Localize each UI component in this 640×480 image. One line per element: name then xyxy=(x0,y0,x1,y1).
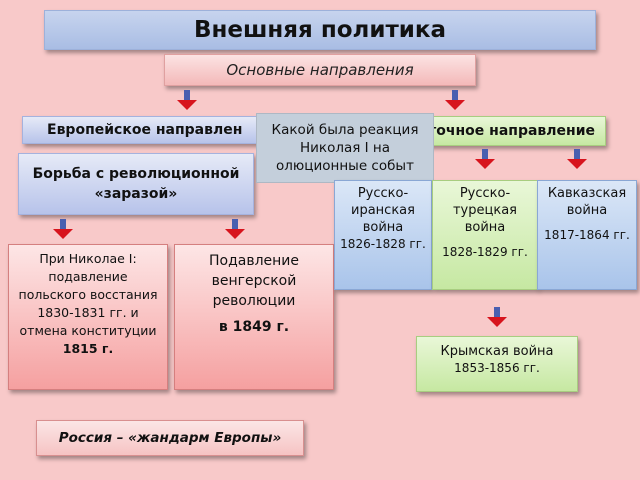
war-iran-dates: 1826-1828 гг. xyxy=(340,237,426,251)
war-turkey-box: Русско-турецкая война 1828-1829 гг. xyxy=(432,180,538,290)
hungary-box: Подавление венгерской революции в 1849 г… xyxy=(174,244,334,390)
europe-header: Европейское направлен xyxy=(22,116,268,144)
struggle-text: Борьба с революционной «заразой» xyxy=(32,166,240,202)
crimea-dates: 1853-1856 гг. xyxy=(454,361,540,375)
war-caucasus-dates: 1817-1864 гг. xyxy=(544,228,630,242)
nikolai-box: При Николае I: подавление польского восс… xyxy=(8,244,168,390)
east-header: точное направление xyxy=(408,116,606,146)
nikolai-year: 1815 г. xyxy=(62,341,114,356)
nikolai-dates: 1830-1831 xyxy=(37,305,106,320)
nikolai-text2: гг. и отмена конституции xyxy=(19,305,157,338)
europe-header-text: Европейское направлен xyxy=(47,122,243,138)
question-popup: Какой была реакция Николая I на олюционн… xyxy=(256,113,434,183)
main-title: Внешняя политика xyxy=(44,10,596,50)
war-turkey-name: Русско-турецкая война xyxy=(452,186,517,235)
subtitle-box: Основные направления xyxy=(164,54,476,86)
war-caucasus-box: Кавказская война 1817-1864 гг. xyxy=(537,180,637,290)
hungary-text: Подавление венгерской революции xyxy=(208,253,300,309)
subtitle-text: Основные направления xyxy=(226,61,414,79)
question-text: Какой была реакция Николая I на олюционн… xyxy=(271,122,419,174)
struggle-box: Борьба с революционной «заразой» xyxy=(18,153,254,215)
gendarme-box: Россия – «жандарм Европы» xyxy=(36,420,304,456)
gendarme-text: Россия – «жандарм Европы» xyxy=(58,430,282,446)
war-iran-box: Русско-иранская война 1826-1828 гг. xyxy=(334,180,432,290)
war-caucasus-name: Кавказская война xyxy=(547,186,627,218)
crimea-name: Крымская война xyxy=(440,344,554,359)
main-title-text: Внешняя политика xyxy=(193,17,447,43)
crimea-box: Крымская война 1853-1856 гг. xyxy=(416,336,578,392)
nikolai-text: При Николае I: подавление польского восс… xyxy=(18,251,158,302)
east-header-text: точное направление xyxy=(428,123,595,139)
hungary-year: в 1849 г. xyxy=(218,319,290,335)
war-iran-name: Русско-иранская война xyxy=(351,186,415,235)
war-turkey-dates: 1828-1829 гг. xyxy=(442,245,528,259)
